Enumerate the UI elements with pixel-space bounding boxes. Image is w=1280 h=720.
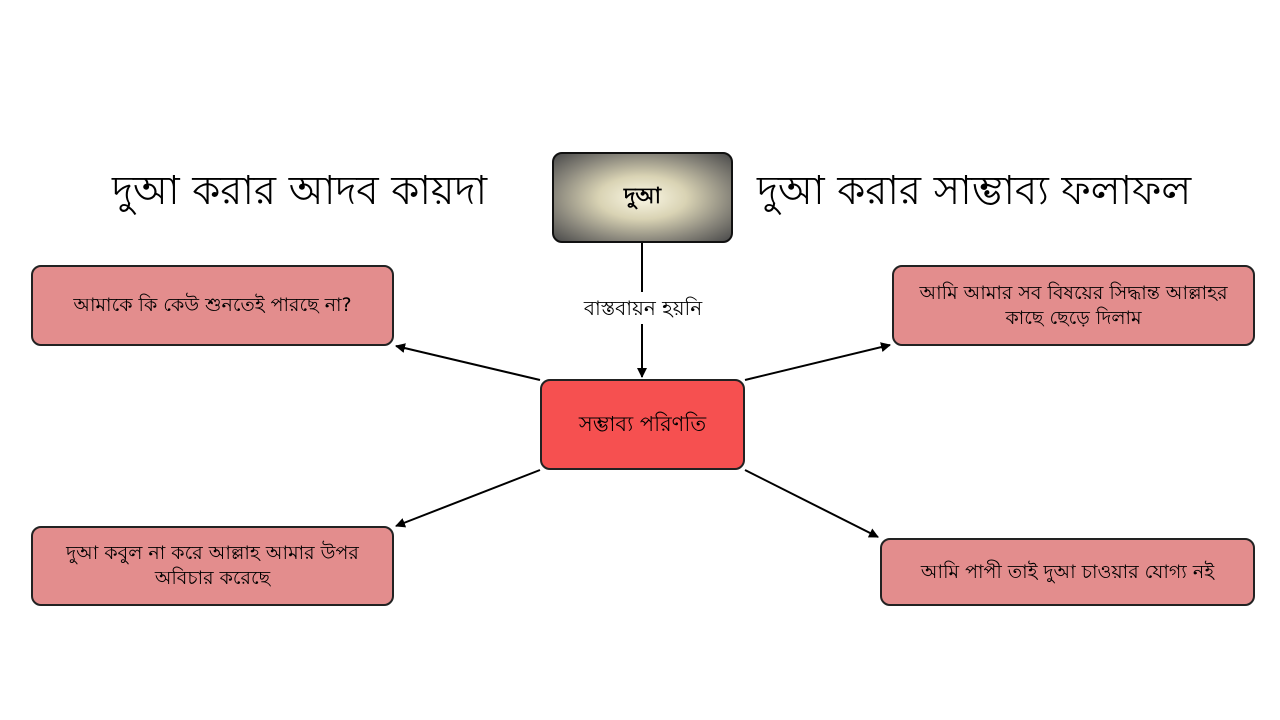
leaf-bottom-right-label: আমি পাপী তাই দুআ চাওয়ার যোগ্য নই [920,560,1215,583]
leaf-top-left: আমাকে কি কেউ শুনতেই পারছে না? [31,265,394,346]
arrow-to-top-right [744,342,891,381]
leaf-top-right: আমি আমার সব বিষয়ের সিদ্ধান্ত আল্লাহর কা… [892,265,1255,346]
leaf-bottom-left: দুআ কবুল না করে আল্লাহ আমার উপর অবিচার ক… [31,526,394,606]
heading-results: দুআ করার সাম্ভাব্য ফলাফল [757,168,1192,214]
arrow-to-top-left [395,343,541,381]
leaf-bottom-left-label: দুআ কবুল না করে আল্লাহ আমার উপর অবিচার ক… [66,542,359,589]
arrow-to-bottom-left [395,469,541,528]
center-node-label: দুআ [623,184,662,210]
outcome-node: সম্ভাব্য পরিণতি [540,379,745,470]
leaf-bottom-right: আমি পাপী তাই দুআ চাওয়ার যোগ্য নই [880,538,1255,606]
arrow-to-bottom-right [744,469,879,538]
leaf-top-left-label: আমাকে কি কেউ শুনতেই পারছে না? [73,294,352,317]
heading-adab: দুআ করার আদব কায়দা [112,168,488,214]
leaf-top-right-label: আমি আমার সব বিষয়ের সিদ্ধান্ত আল্লাহর কা… [919,281,1228,329]
connector-label: বাস্তবায়ন হয়নি [543,292,743,324]
center-node-dua: দুআ [552,152,733,243]
outcome-node-label: সম্ভাব্য পরিণতি [578,411,707,436]
